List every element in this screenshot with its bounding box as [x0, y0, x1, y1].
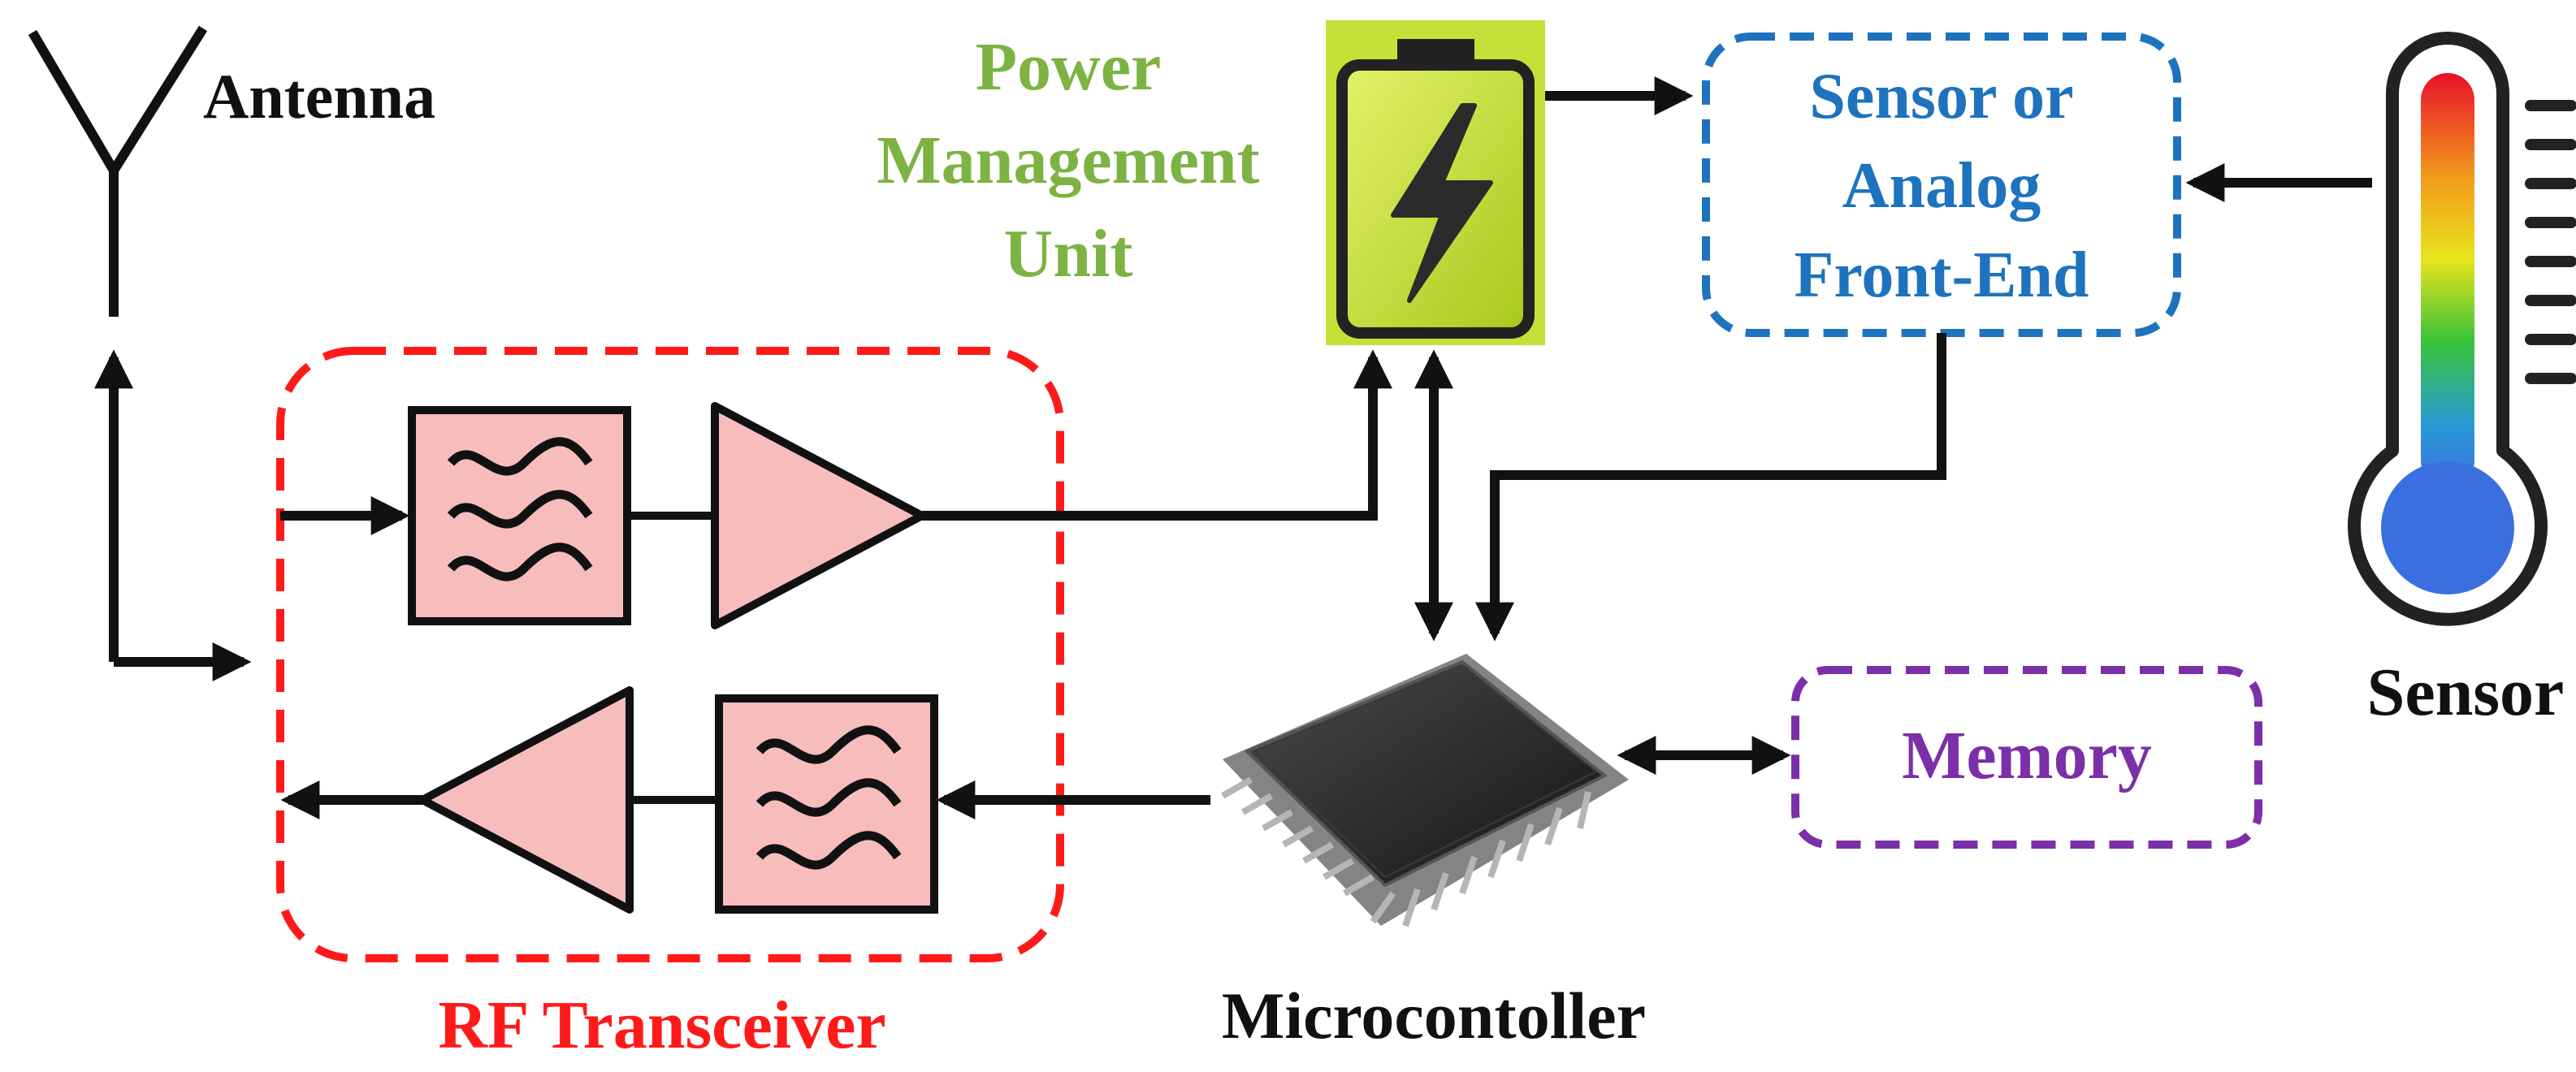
microcontroller-label: Microcontoller [1222, 979, 1646, 1053]
afe-label-line1: Sensor or [1809, 61, 2073, 132]
amplifier-triangle-icon [711, 402, 926, 629]
pmu-label-line3: Unit [1004, 216, 1133, 292]
afe-to-mcu-arrow [1475, 333, 1946, 642]
tx-to-pmu-arrow [922, 349, 1392, 521]
rf-transceiver-box [276, 347, 1064, 962]
memory-box [1791, 666, 2262, 849]
pmu-label-line2: Management [877, 123, 1259, 198]
amplifier-triangle-icon [418, 686, 634, 914]
antenna-icon [28, 25, 208, 317]
thermometer-icon [2348, 32, 2576, 626]
afe-label-line2: Analog [1842, 150, 2041, 222]
memory-label: Memory [1902, 718, 2152, 793]
antenna-label: Antenna [203, 61, 435, 132]
microchip-icon [1221, 654, 1629, 927]
battery-bolt-icon [1326, 20, 1545, 345]
filter-icon [715, 694, 938, 914]
filter-icon [408, 406, 631, 625]
antenna-rf-link [94, 349, 252, 681]
rf-transceiver-label: RF Transceiver [438, 988, 885, 1063]
sensor-label: Sensor [2367, 655, 2565, 730]
afe-label-line3: Front-End [1794, 240, 2089, 311]
pmu-label-line1: Power [976, 29, 1162, 105]
